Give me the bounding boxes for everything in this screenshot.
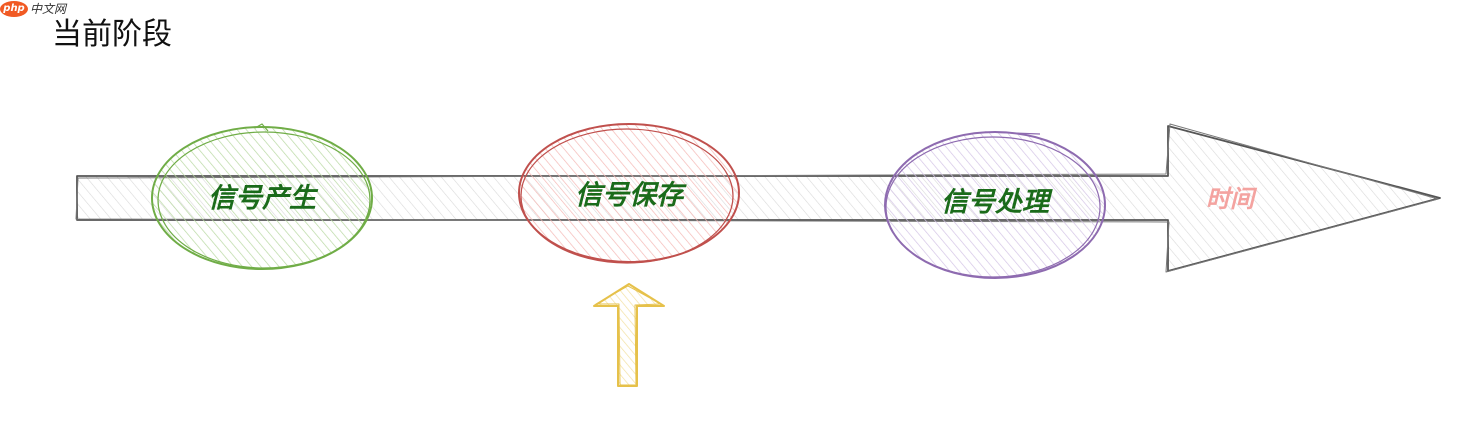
stage-signal-generate: 信号产生: [151, 123, 373, 270]
stage-signal-generate-circle: [151, 126, 373, 270]
stage-signal-save-circle: [518, 123, 740, 263]
stage-signal-save-label: 信号保存: [575, 180, 687, 211]
stage-signal-process-label: 信号处理: [941, 187, 1053, 218]
watermark-text: 中文网: [30, 2, 67, 16]
site-watermark: php 中文网: [0, 0, 66, 17]
stage-signal-generate-label: 信号产生: [208, 183, 319, 214]
current-stage-marker-arrow-icon: [593, 283, 665, 387]
php-logo-badge: php: [0, 0, 28, 17]
time-axis-label: 时间: [1206, 185, 1258, 213]
stage-signal-process: 信号处理: [884, 131, 1106, 279]
stage-signal-save: 信号保存: [518, 123, 740, 264]
page-title: 当前阶段: [52, 17, 172, 52]
